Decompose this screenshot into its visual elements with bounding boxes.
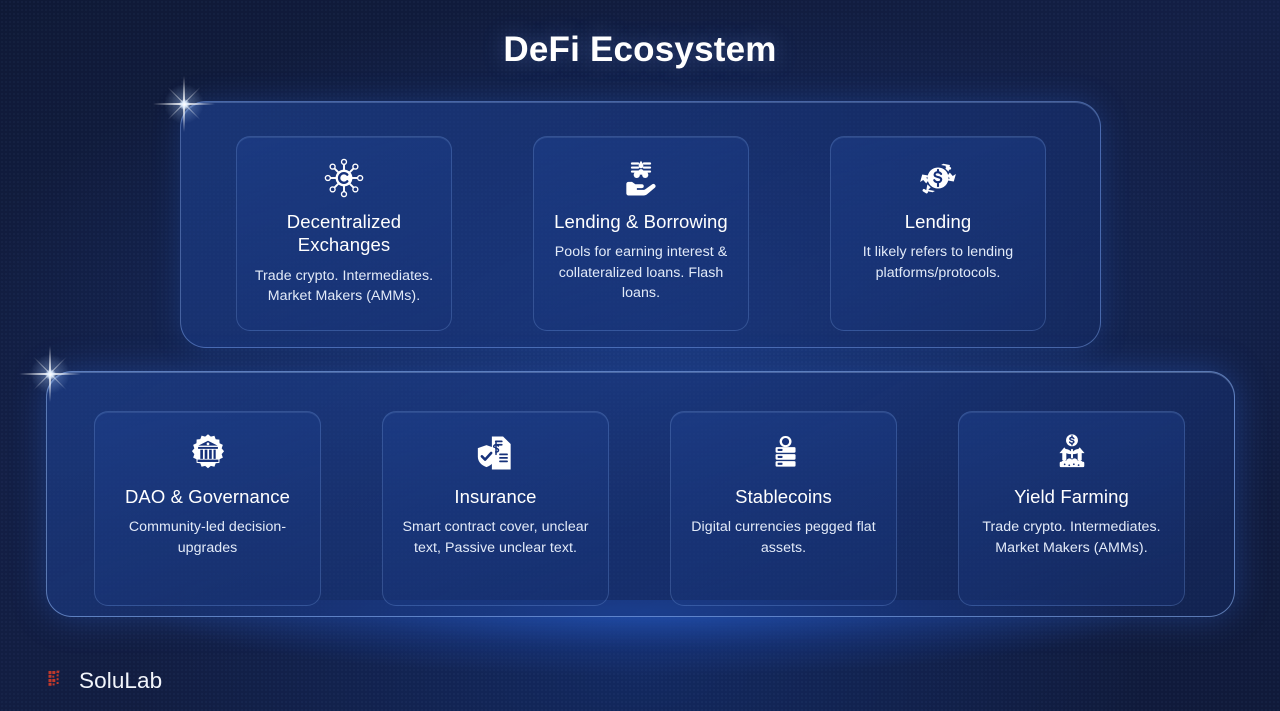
- card-row-bottom: DAO & Governance Community-led decision-…: [94, 411, 1188, 606]
- card-decentralized-exchanges[interactable]: Decentralized Exchanges Trade crypto. In…: [236, 136, 452, 331]
- brand-name: SoluLab: [79, 668, 163, 693]
- card-description: Digital currencies pegged flat assets.: [691, 519, 876, 556]
- card-description: It likely refers to lending platforms/pr…: [862, 244, 1014, 281]
- card-title: Decentralized Exchanges: [286, 211, 402, 256]
- shield-document-icon: [395, 430, 596, 476]
- coin-stack-icon: [683, 430, 884, 476]
- card-yield-farming[interactable]: Yield Farming Trade crypto. Intermediate…: [958, 411, 1185, 606]
- panel-top: [180, 101, 1101, 348]
- card-description: Smart contract cover, unclear text, Pass…: [402, 519, 589, 556]
- card-stablecoins[interactable]: Stablecoins Digital currencies pegged fl…: [670, 411, 897, 606]
- page-title: DeFi Ecosystem: [503, 30, 777, 69]
- hands-dollar-coin-icon: [843, 155, 1033, 201]
- card-description: Community-led decision-upgrades: [128, 519, 287, 556]
- card-description: Trade crypto. Intermediates. Market Make…: [254, 267, 434, 304]
- card-lending[interactable]: Lending It likely refers to lending plat…: [830, 136, 1046, 331]
- card-insurance[interactable]: Insurance Smart contract cover, unclear …: [382, 411, 609, 606]
- card-description: Trade crypto. Intermediates. Market Make…: [982, 519, 1161, 556]
- solulab-logo-icon: [48, 670, 60, 686]
- card-title: Lending & Borrowing: [554, 211, 728, 232]
- card-row-top: Decentralized Exchanges Trade crypto. In…: [236, 136, 1046, 331]
- hand-holding-coins-icon: [546, 155, 736, 201]
- sprout-dollar-arrows-icon: [971, 430, 1172, 476]
- card-lending-borrowing[interactable]: Lending & Borrowing Pools for earning in…: [533, 136, 749, 331]
- card-title: Insurance: [454, 486, 537, 507]
- decentralized-network-icon: [249, 155, 439, 201]
- card-description: Pools for earning interest & collaterali…: [554, 244, 728, 301]
- card-dao-governance[interactable]: DAO & Governance Community-led decision-…: [94, 411, 321, 606]
- footer-logo[interactable]: SoluLab: [48, 668, 162, 694]
- bank-gear-icon: [107, 430, 308, 476]
- card-title: Yield Farming: [1014, 486, 1129, 507]
- card-title: DAO & Governance: [124, 486, 291, 507]
- card-title: Lending: [904, 211, 972, 232]
- card-title: Stablecoins: [735, 486, 832, 507]
- panel-bottom: [46, 371, 1235, 617]
